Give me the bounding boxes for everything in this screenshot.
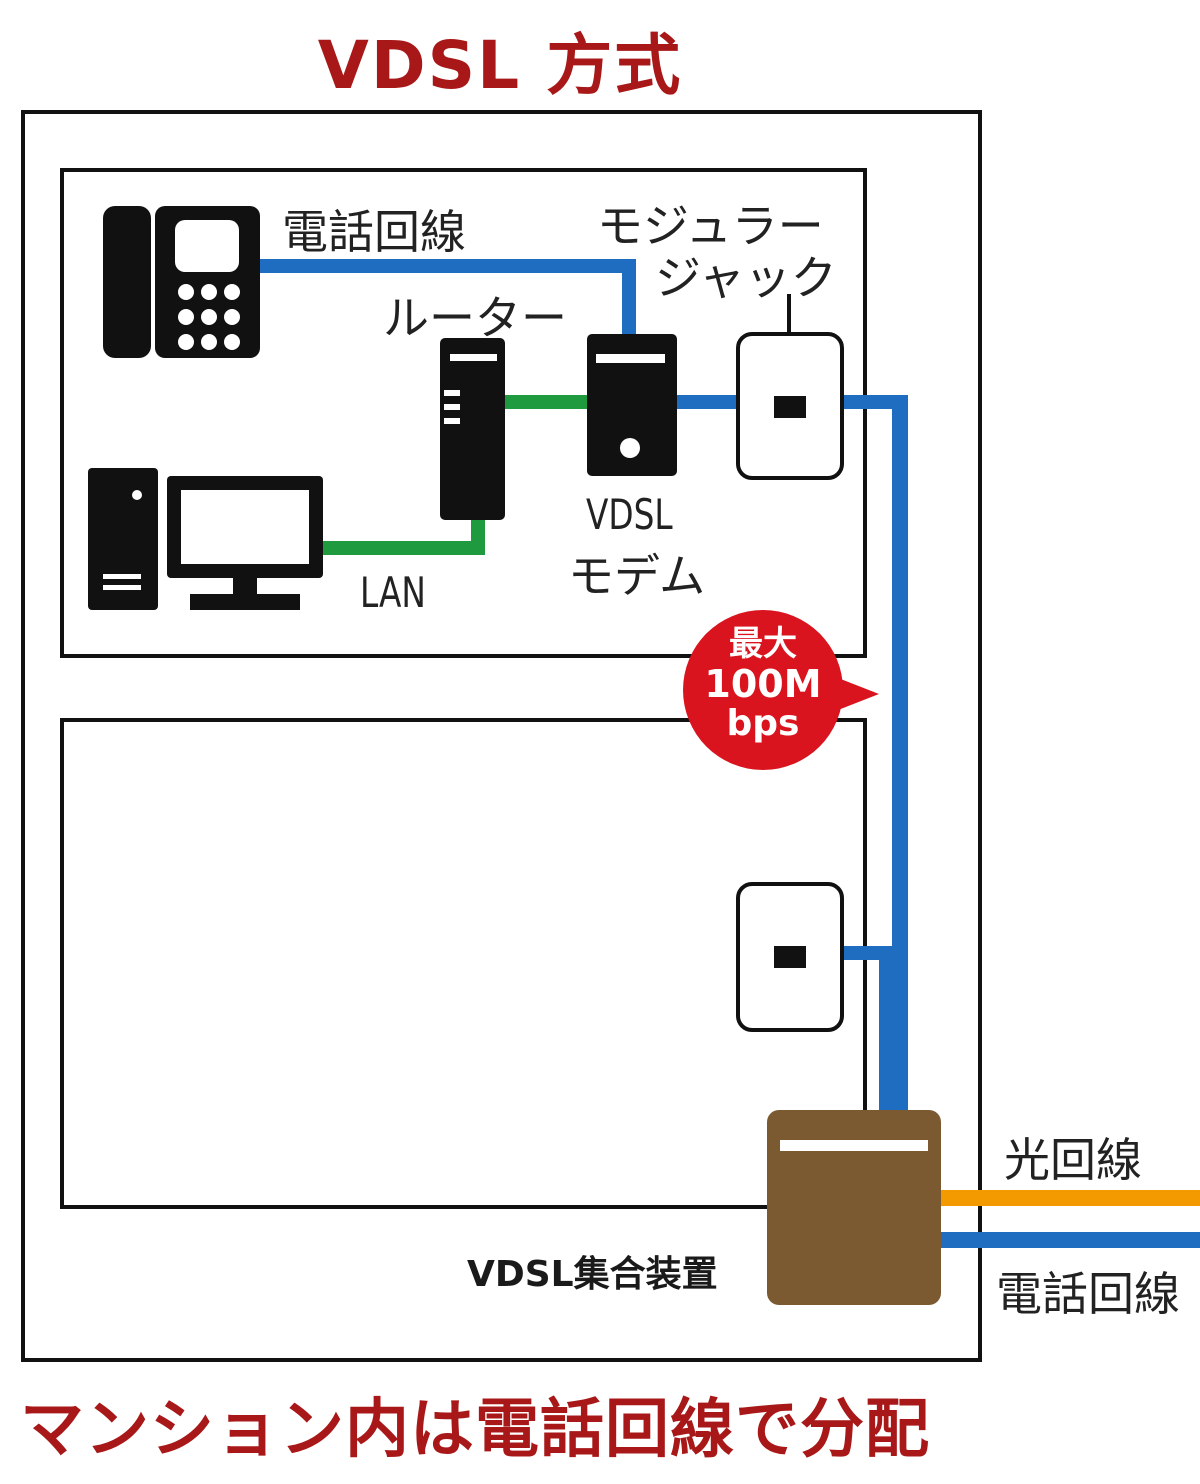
badge-line-2: 100M bbox=[704, 662, 822, 706]
label-lan: LAN bbox=[360, 568, 426, 617]
telephone-icon bbox=[103, 206, 260, 358]
label-phone-line-bottom: 電話回線 bbox=[996, 1267, 1180, 1321]
modular-jack-lower-icon bbox=[736, 882, 844, 1032]
label-fiber-line: 光回線 bbox=[1004, 1133, 1142, 1187]
badge-line-3: bps bbox=[726, 703, 800, 744]
phone-line-telephone bbox=[258, 259, 636, 336]
label-modular-jack-1: モジュラー bbox=[597, 199, 824, 253]
label-modular-jack-2: ジャック bbox=[655, 251, 837, 305]
lan-cable-pc-router bbox=[320, 518, 485, 555]
label-router: ルーター bbox=[383, 291, 567, 345]
building-outline bbox=[21, 110, 982, 1362]
router-icon bbox=[440, 338, 505, 520]
modular-jack-icon bbox=[736, 294, 844, 480]
desktop-pc-icon bbox=[88, 468, 323, 610]
label-vdsl-hub: VDSL集合装置 bbox=[467, 1254, 718, 1295]
vdsl-modem-icon bbox=[587, 334, 677, 476]
apartment-lower bbox=[60, 718, 867, 1209]
badge-line-1: 最大 bbox=[729, 624, 797, 664]
diagram-title: VDSL 方式 bbox=[317, 27, 683, 104]
label-phone-line-top: 電話回線 bbox=[282, 205, 466, 259]
diagram-footer: マンション内は電話回線で分配 bbox=[20, 1393, 930, 1467]
vdsl-hub-icon bbox=[767, 1110, 941, 1305]
max-speed-badge: 最大 100M bps bbox=[683, 610, 879, 770]
apartment-upper bbox=[60, 168, 867, 658]
label-vdsl-modem-2: モデム bbox=[568, 549, 706, 603]
label-vdsl-modem-1: VDSL bbox=[586, 490, 673, 539]
